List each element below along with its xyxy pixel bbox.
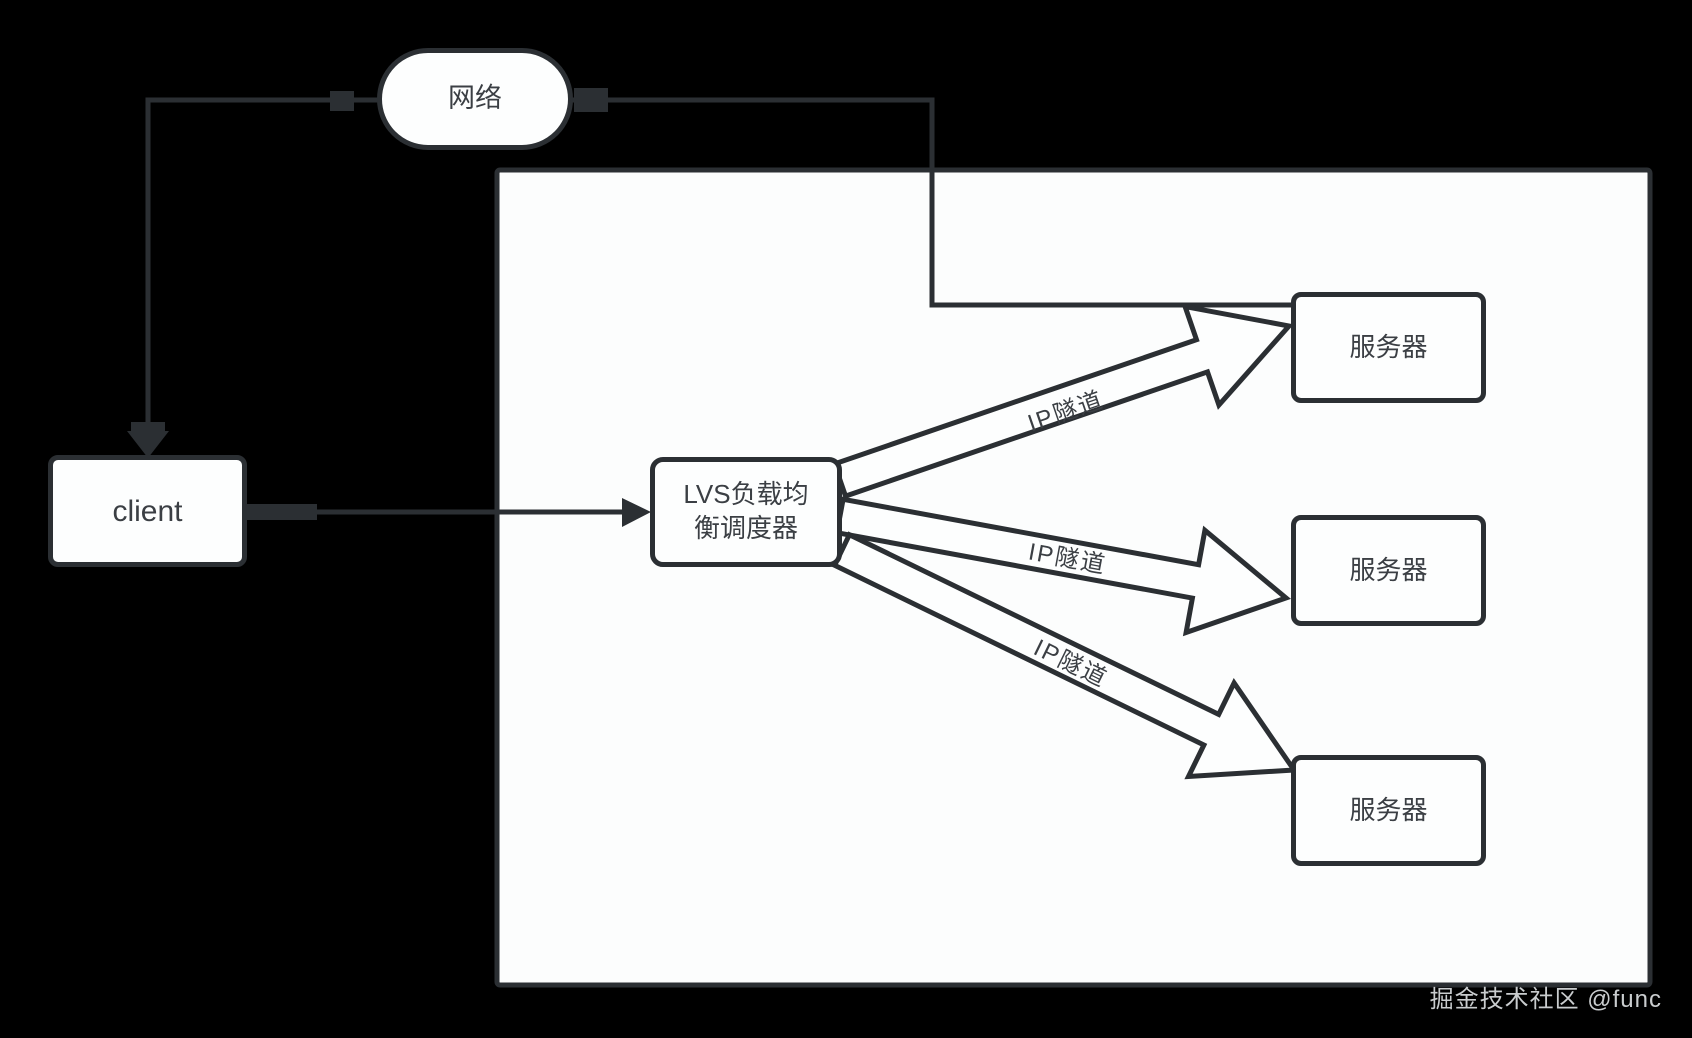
arrowhead-into-client xyxy=(127,431,169,458)
lvs-load-balancer-node: LVS负载均 衡调度器 xyxy=(650,457,842,567)
ip-tunnel-arrow-3 xyxy=(831,531,1299,780)
edge-network-to-client xyxy=(145,97,378,432)
arrowhead-into-lvs xyxy=(622,498,651,527)
lvs-node-label-line2: 衡调度器 xyxy=(693,513,798,543)
network-node: 网络 xyxy=(377,48,573,150)
ip-tunnel-arrow-1 xyxy=(831,303,1294,500)
network-node-label: 网络 xyxy=(448,83,502,114)
server-node: 服务器 xyxy=(1291,292,1486,403)
client-node-label: client xyxy=(112,494,183,528)
client-arrow-stub xyxy=(131,422,165,433)
server-node-label: 服务器 xyxy=(1349,794,1428,825)
network-right-port-stub xyxy=(574,88,608,112)
edge-network-to-server1 xyxy=(572,97,1291,308)
juejin-watermark: 掘金技术社区 @func xyxy=(1429,986,1662,1013)
server-node: 服务器 xyxy=(1291,515,1486,626)
client-node: client xyxy=(48,455,247,567)
server-node-label: 服务器 xyxy=(1349,331,1428,362)
client-right-port-stub xyxy=(247,504,317,520)
network-left-port-stub xyxy=(330,91,354,111)
server-node-label: 服务器 xyxy=(1349,554,1428,585)
server-node: 服务器 xyxy=(1291,755,1486,866)
ip-tunnel-arrow-2 xyxy=(833,496,1292,637)
lvs-node-label-line1: LVS负载均 xyxy=(683,479,809,510)
